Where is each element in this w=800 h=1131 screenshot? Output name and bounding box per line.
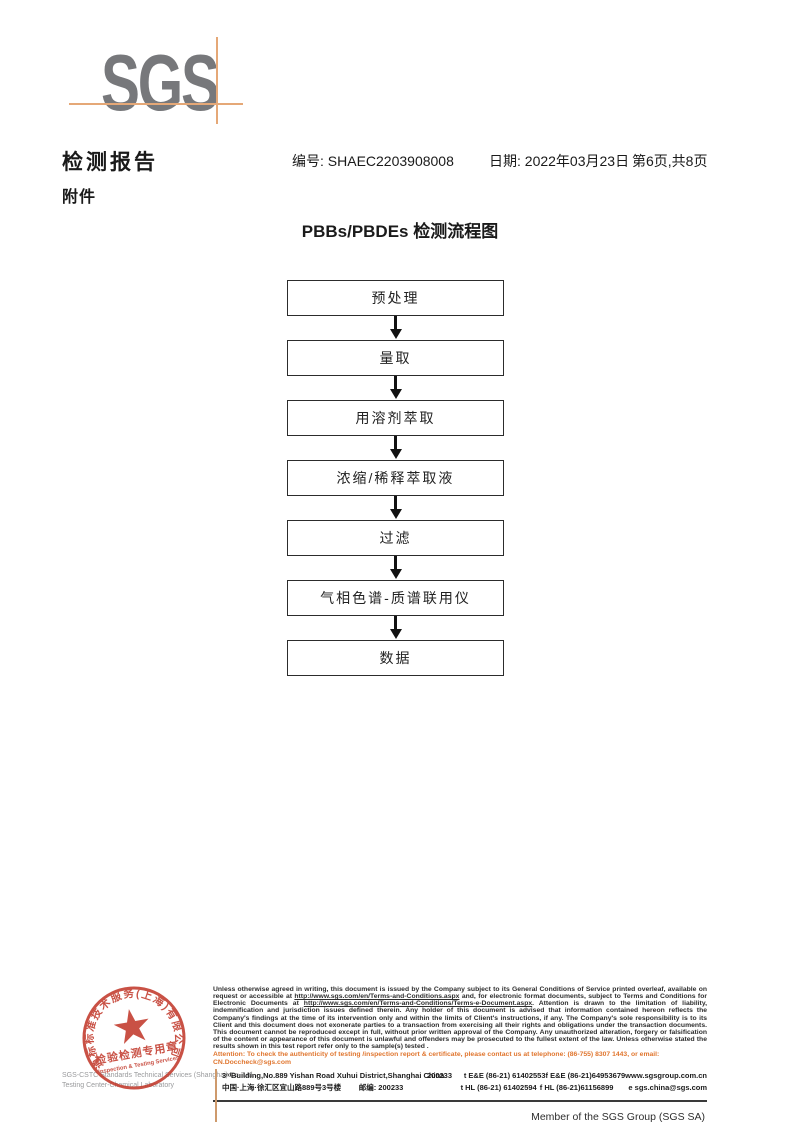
flow-step-label: 量取 (379, 350, 412, 366)
arrow-down-icon (287, 376, 504, 400)
postcode-english: 200233 (427, 1070, 453, 1080)
report-date: 日期: 2022年03月23日 (489, 151, 629, 171)
page-indicator: 第6页,共8页 (632, 153, 708, 169)
sgs-member-note: Member of the SGS Group (SGS SA) (531, 1111, 705, 1123)
phone-hl: t HL (86-21) 61402594 (460, 1082, 537, 1092)
address-chinese: 中国·上海·徐汇区宜山路889号3号楼 (222, 1082, 342, 1092)
footer-crosshair-line (215, 1069, 217, 1122)
sgs-logo: SGS (101, 38, 220, 127)
flow-step-solvent-extraction: 用溶剂萃取 (287, 400, 504, 436)
terms-url-link: http://www.sgs.com/en/Terms-and-Conditio… (294, 993, 460, 1001)
postcode-chinese: 邮编: 200233 (358, 1082, 404, 1092)
e-document-url-link: http://www.sgs.com/en/Terms-and-Conditio… (303, 1000, 533, 1008)
report-number-label: 编号: (292, 153, 324, 169)
flow-step-label: 数据 (379, 650, 412, 666)
footer: Unless otherwise agreed in writing, this… (213, 986, 707, 1102)
arrow-down-icon (287, 436, 504, 460)
website-link: www.sgsgroup.com.cn (625, 1070, 707, 1080)
email-link: e sgs.china@sgs.com (628, 1082, 707, 1092)
logo-horizontal-line (69, 103, 243, 105)
flow-step-gcms: 气相色谱-质谱联用仪 (287, 580, 504, 616)
fax-hl: f HL (86-21)61156899 (539, 1082, 614, 1092)
stamp-circle (82, 986, 186, 1090)
address-row-cn: 中国·上海·徐汇区宜山路889号3号楼 邮编: 200233 t HL (86-… (222, 1082, 707, 1094)
legal-segment: Unless otherwise agreed in writing, this… (213, 986, 707, 1001)
footer-divider-line (213, 1099, 707, 1102)
address-block: 3ʳᵈBuilding,No.889 Yishan Road Xuhui Dis… (213, 1070, 707, 1094)
flow-step-label: 气相色谱-质谱联用仪 (320, 590, 471, 606)
report-date-value: 2022年03月23日 (524, 153, 630, 169)
page-title: 检测报告 (62, 151, 158, 174)
flow-step-filter: 过滤 (287, 520, 504, 556)
flow-step-measure: 量取 (287, 340, 504, 376)
flowchart: 预处理 量取 用溶剂萃取 浓缩/稀释萃取液 过滤 气相色谱-质谱联用仪 数据 (287, 280, 504, 676)
flow-step-concentrate-dilute: 浓缩/稀释萃取液 (287, 460, 504, 496)
flowchart-title: PBBs/PBDEs 检测流程图 (301, 222, 499, 241)
flow-step-label: 过滤 (379, 530, 412, 546)
legal-segment: and, for electronic format documents, su… (213, 993, 707, 1008)
arrow-down-icon (287, 616, 504, 640)
inspection-stamp: 通标标准技术服务(上海)有限公司 ★ 检验检测专用章 Inspection & … (74, 979, 189, 1090)
report-number-value: SHAEC2203908008 (327, 153, 454, 169)
arrow-down-icon (287, 496, 504, 520)
flow-step-label: 预处理 (371, 290, 420, 306)
arrow-down-icon (287, 556, 504, 580)
flow-step-label: 用溶剂萃取 (355, 410, 436, 426)
attention-notice: Attention: To check the authenticity of … (213, 1051, 660, 1066)
attachment-label: 附件 (62, 189, 97, 206)
lab-company-name-line1: SGS-CSTC Standards Technical Services (S… (62, 1072, 255, 1079)
legal-segment: . Attention is drawn to the limitation o… (213, 1000, 707, 1051)
flow-step-data: 数据 (287, 640, 504, 676)
arrow-down-icon (287, 316, 504, 340)
address-english: 3ʳᵈBuilding,No.889 Yishan Road Xuhui Dis… (222, 1070, 445, 1080)
address-row-en: 3ʳᵈBuilding,No.889 Yishan Road Xuhui Dis… (222, 1070, 707, 1082)
flow-step-pretreatment: 预处理 (287, 280, 504, 316)
phone-ee: t E&E (86-21) 61402553 (463, 1070, 546, 1080)
legal-terms-text: Unless otherwise agreed in writing, this… (213, 986, 707, 1050)
report-number: 编号: SHAEC2203908008 (292, 151, 454, 171)
fax-ee: f E&E (86-21)64953679 (545, 1070, 626, 1080)
logo-vertical-line (216, 37, 218, 124)
flow-step-label: 浓缩/稀释萃取液 (336, 470, 455, 486)
report-date-label: 日期: (489, 153, 521, 169)
star-icon: ★ (107, 997, 157, 1055)
